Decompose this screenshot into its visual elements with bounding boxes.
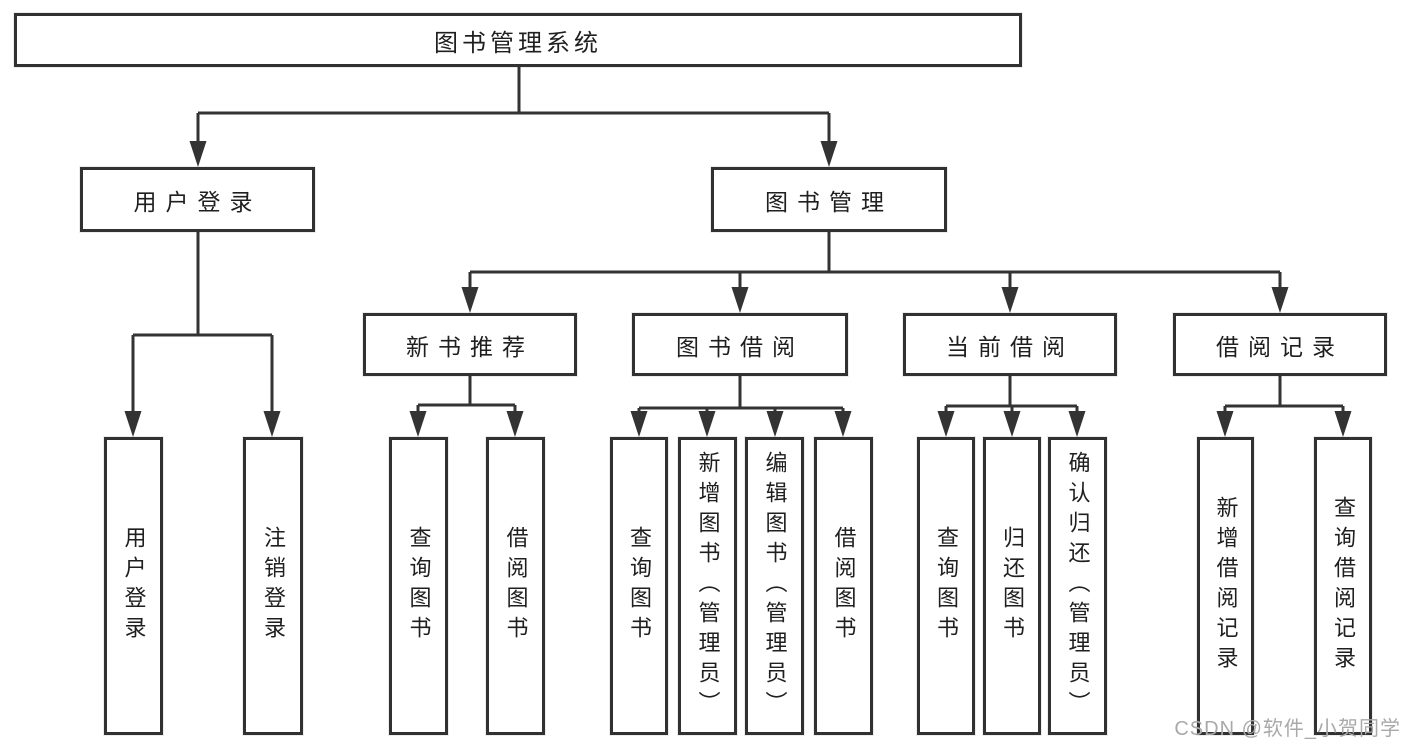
leaf-recommend-query-book: 查询图书: [389, 437, 448, 735]
node-current-borrow: 当前借阅: [903, 313, 1117, 376]
leaf-current-confirm-return-admin: 确认归还（管理员）: [1048, 437, 1107, 735]
node-current-borrow-label: 当前借阅: [946, 333, 1074, 360]
leaf-record-query: 查询借阅记录: [1314, 437, 1372, 735]
root-node: 图书管理系统: [14, 13, 1022, 67]
leaf-logout: 注销登录: [243, 437, 303, 735]
leaf-current-return-book-label: 归还图书: [1000, 526, 1025, 646]
root-node-label: 图书管理系统: [434, 29, 602, 57]
leaf-borrow-edit-book-admin-label: 编辑图书（管理员）: [762, 451, 788, 721]
node-user-login-label: 用户登录: [133, 188, 262, 215]
leaf-current-confirm-return-admin-label: 确认归还（管理员）: [1065, 451, 1091, 721]
leaf-borrow-query-book-label: 查询图书: [627, 526, 652, 646]
leaf-recommend-borrow-book: 借阅图书: [486, 437, 545, 735]
leaf-borrow-add-book-admin: 新增图书（管理员）: [678, 437, 737, 735]
leaf-recommend-borrow-book-label: 借阅图书: [503, 526, 529, 646]
leaf-current-return-book: 归还图书: [983, 437, 1041, 735]
leaf-borrow-edit-book-admin: 编辑图书（管理员）: [745, 437, 804, 735]
leaf-record-add-label: 新增借阅记录: [1213, 496, 1239, 676]
watermark: CSDN @软件_小贺同学: [1174, 718, 1401, 740]
leaf-borrow-query-book: 查询图书: [610, 437, 668, 735]
node-book-management-label: 图书管理: [765, 188, 893, 215]
leaf-current-query-book: 查询图书: [917, 437, 975, 735]
node-new-book-recommend: 新书推荐: [363, 313, 577, 376]
leaf-current-query-book-label: 查询图书: [934, 526, 959, 646]
node-book-management: 图书管理: [711, 167, 947, 232]
node-user-login: 用户登录: [80, 167, 315, 232]
leaf-record-query-label: 查询借阅记录: [1331, 496, 1356, 676]
node-book-borrow-label: 图书借阅: [676, 333, 804, 360]
leaf-recommend-query-book-label: 查询图书: [406, 526, 432, 646]
leaf-user-login-label: 用户登录: [121, 526, 147, 646]
leaf-user-login: 用户登录: [104, 437, 163, 735]
node-borrow-record-label: 借阅记录: [1216, 333, 1344, 360]
leaf-borrow-borrow-book-label: 借阅图书: [831, 526, 857, 646]
node-borrow-record: 借阅记录: [1173, 313, 1387, 376]
leaf-logout-label: 注销登录: [261, 526, 286, 646]
node-book-borrow: 图书借阅: [632, 313, 848, 376]
leaf-record-add: 新增借阅记录: [1197, 437, 1254, 735]
leaf-borrow-add-book-admin-label: 新增图书（管理员）: [695, 451, 721, 721]
node-new-book-recommend-label: 新书推荐: [406, 333, 534, 360]
leaf-borrow-borrow-book: 借阅图书: [814, 437, 873, 735]
